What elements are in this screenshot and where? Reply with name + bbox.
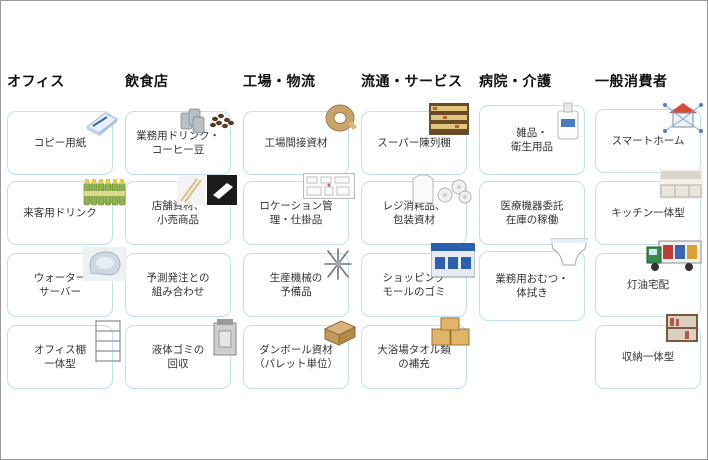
sanitizer-bottle-icon [555,101,581,141]
use-case-card: 収納一体型 [595,325,701,389]
layout-diagram-icon [303,173,355,199]
office-shelf-icon [93,319,123,363]
store-supplies-icon [177,175,237,205]
liquid-waste-bin-icon [211,317,239,357]
card-label: スーパー陳列棚 [377,137,451,149]
card-label: ショッピング モールのゴミ [382,272,446,298]
card-label: コピー用紙 [33,137,87,149]
card-label: 雑品・ 衛生用品 [511,127,553,153]
use-case-card: 来客用ドリンク [7,181,113,245]
column-header: オフィス [7,74,65,90]
card-label: 生産機械の 予備品 [269,272,323,298]
machine-parts-icon [323,247,353,281]
use-case-card: 工場間接資材 [243,111,349,175]
card-label: 業務用おむつ・ 体拭き [495,273,569,299]
register-roll-icon [409,173,473,205]
card-label: 工場間接資材 [264,137,328,149]
use-case-card: 灯油宅配 [595,253,701,317]
card-label: 収納一体型 [621,351,675,363]
column-header: 一般消費者 [595,74,668,90]
bottled-drinks-icon [83,177,129,207]
diaper-icon [549,235,589,269]
water-server-icon [83,247,127,281]
cardboard-icon [323,317,357,347]
towel-boxes-icon [431,317,471,347]
trash-bins-icon [431,243,475,279]
card-label: 液体ゴミの 回収 [151,344,205,370]
card-label: ダンボール資材 （パレット単位） [254,344,338,370]
column-office: オフィス コピー用紙 来客用ドリンク ウォーター サーバー オフィス棚 一体型 [7,71,127,389]
column-header: 流通・サービス [361,74,463,90]
kerosene-delivery-icon [645,239,703,275]
use-case-card: ウォーター サーバー [7,253,113,317]
column-restaurant: 飲食店 業務用ドリンク・ コーヒー豆 店舗資材、 小売商品 予測発注との 組み合… [125,71,237,389]
card-label: キッチン一体型 [611,207,685,219]
column-header: 飲食店 [125,74,169,90]
card-label: ウォーター サーバー [33,272,87,298]
card-label: スマートホーム [611,135,685,147]
use-case-card: 予測発注との 組み合わせ [125,253,231,317]
card-label: 来客用ドリンク [23,207,97,219]
card-label: オフィス棚 一体型 [33,344,87,370]
card-label: 灯油宅配 [627,279,669,291]
use-case-card: 液体ゴミの 回収 [125,325,231,389]
storage-shelf-icon [665,313,699,343]
column-hospital-care: 病院・介護 雑品・ 衛生用品 医療機器委託 在庫の稼働 業務用おむつ・ 体拭き [479,71,591,321]
column-retail-services: 流通・サービス スーパー陳列棚 レジ消耗品、 包装資材 ショッピング モールのゴ… [361,71,475,389]
card-label: ロケーション管 理・仕掛品 [259,200,333,226]
card-label: 大浴場タオル類 の補充 [377,344,451,370]
drink-kegs-icon [179,105,237,135]
column-factory-logistics: 工場・物流 工場間接資材 ロケーション管 理・仕掛品 生産機械の 予備品 ダンボ… [243,71,357,389]
copy-paper-icon [85,107,119,137]
smart-home-icon [663,99,703,133]
packing-tape-icon [323,103,357,133]
kitchen-icon [659,169,703,199]
use-case-card: オフィス棚 一体型 [7,325,113,389]
card-label: 医療機器委託 在庫の稼働 [500,200,564,226]
use-case-card: ロケーション管 理・仕掛品 [243,181,349,245]
store-shelf-icon [429,103,469,135]
card-label: 予測発注との 組み合わせ [146,272,210,298]
use-case-card: 医療機器委託 在庫の稼働 [479,181,585,245]
column-header: 病院・介護 [479,74,552,90]
column-header: 工場・物流 [243,74,316,90]
column-consumers: 一般消費者 スマートホーム キッチン一体型 灯油宅配 収納一体型 [595,71,707,389]
